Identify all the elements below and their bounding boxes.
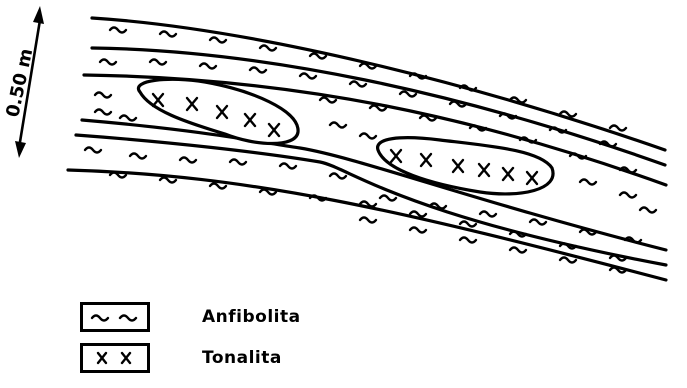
tilde-symbol: [210, 184, 226, 189]
legend-item-anfibolita: Anfibolita: [80, 300, 301, 334]
legend-label-anfibolita: Anfibolita: [202, 307, 301, 327]
tilde-symbol: [300, 74, 316, 79]
scale-label: 0.50 m: [2, 47, 37, 119]
tilde-symbol: [400, 92, 416, 97]
tilde-symbol: [120, 116, 136, 121]
tilde-symbol: [320, 98, 336, 103]
tilde-symbol: [620, 193, 636, 198]
tilde-symbol: [130, 154, 146, 159]
tilde-symbol: [160, 32, 176, 37]
tilde-symbol: [230, 160, 246, 165]
tilde-symbol: [200, 64, 216, 69]
tilde-symbol: [100, 60, 116, 65]
tilde-symbol: [410, 228, 426, 233]
tilde-symbol: [210, 38, 226, 43]
tilde-symbol: [460, 238, 476, 243]
tilde-symbol: [640, 208, 656, 213]
tilde-symbol: [360, 218, 376, 223]
tilde-symbol: [95, 93, 111, 98]
tilde-symbol: [330, 123, 346, 128]
tilde-symbol: [110, 28, 126, 33]
tilde-symbol: [280, 164, 296, 169]
legend-swatch-anfibolita: [80, 302, 150, 332]
scale-bar: 0.50 m: [2, 6, 44, 158]
cross-icon: [86, 348, 144, 368]
tilde-symbol: [95, 110, 111, 115]
tilde-symbol: [380, 196, 396, 201]
tilde-symbol: [260, 46, 276, 51]
tilde-symbol: [350, 82, 366, 87]
tilde-symbol: [85, 148, 101, 153]
legend-item-tonalita: Tonalita: [80, 341, 282, 375]
tilde-symbol: [460, 222, 476, 227]
band-lines: [68, 18, 666, 280]
tilde-symbol: [180, 158, 196, 163]
legend-label-tonalita: Tonalita: [202, 348, 282, 368]
tilde-symbol: [360, 134, 376, 139]
tilde-symbol: [510, 248, 526, 253]
tilde-symbol: [480, 212, 496, 217]
legend-swatch-tonalita: [80, 343, 150, 373]
tilde-symbol: [250, 68, 266, 73]
tilde-icon: [86, 307, 144, 327]
tilde-symbol: [530, 220, 546, 225]
tilde-symbol: [580, 180, 596, 185]
tilde-symbol: [560, 258, 576, 263]
tonalite-lens-right: [378, 138, 553, 194]
tilde-symbol: [330, 174, 346, 179]
tilde-symbol: [150, 60, 166, 65]
tilde-symbol: [610, 126, 626, 131]
